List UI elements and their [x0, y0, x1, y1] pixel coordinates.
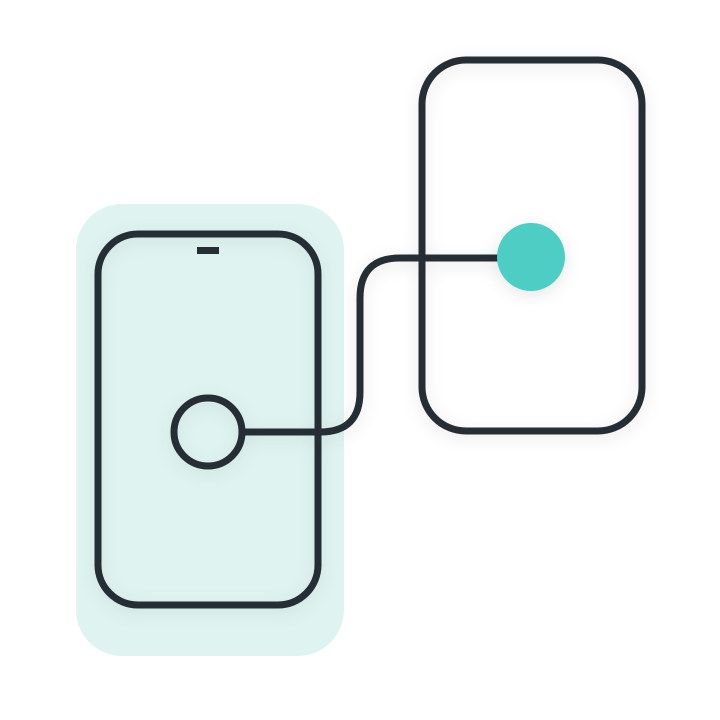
target-node-dot-icon [497, 223, 565, 291]
right-device-outline-icon [418, 56, 646, 435]
phone-speaker-notch-icon [197, 247, 219, 254]
source-node-icon [170, 394, 246, 470]
highlight-background [76, 204, 344, 656]
connection-cable-icon [238, 254, 504, 436]
left-phone-outline-icon [94, 230, 322, 609]
